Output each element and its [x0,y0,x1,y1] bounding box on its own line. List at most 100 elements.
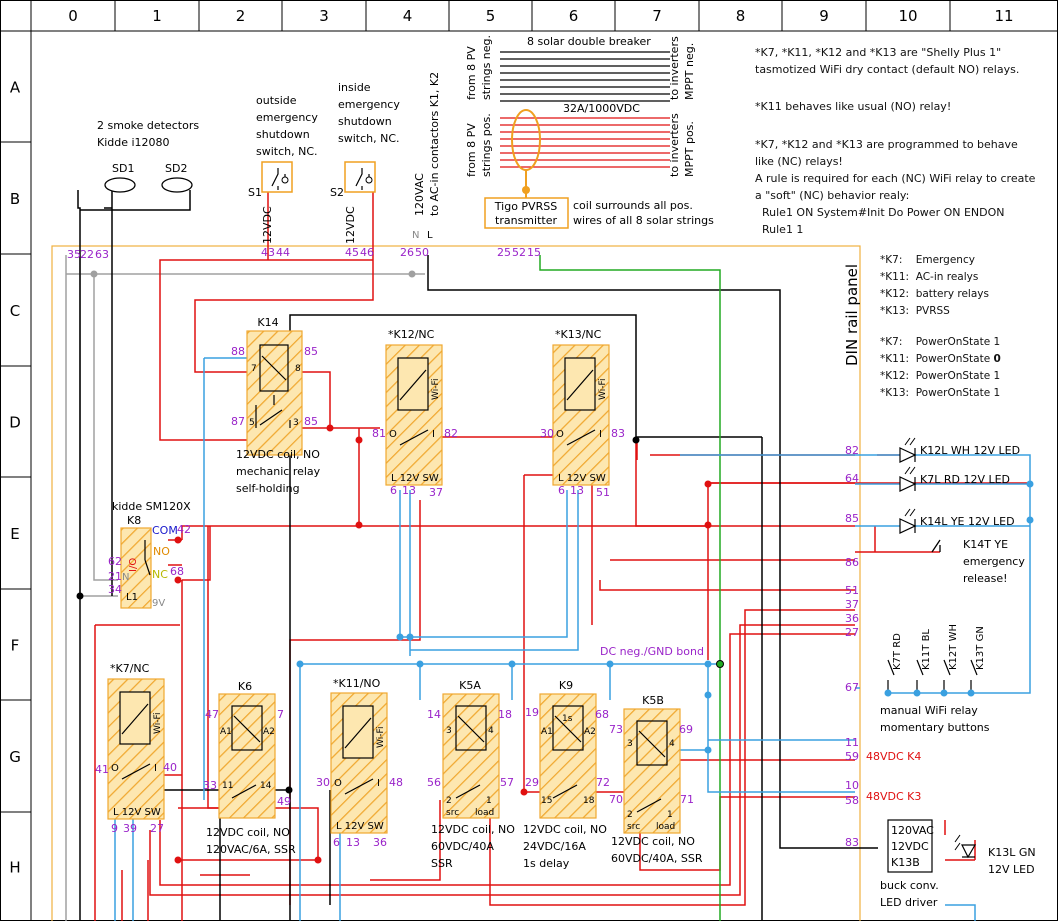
junction-dot [1026,516,1034,524]
junction-dot [1026,480,1034,488]
wires [65,178,1031,921]
breaker-title: 8 solar double breaker [527,35,651,48]
svg-text:5: 5 [249,418,255,428]
svg-text:L1: L1 [126,592,138,603]
terminal-label: 13 [346,836,360,849]
col-label-10: 10 [898,7,917,25]
terminal-label: 10 [845,779,859,792]
svg-text:K14T YE: K14T YE [963,538,1008,551]
row-label-B: B [10,190,20,208]
svg-text:4: 4 [669,739,675,749]
terminal-label: 46 [360,246,374,259]
button-label: K7T RD [892,633,903,670]
terminal-label: 39 [123,822,137,835]
svg-text:15: 15 [541,796,552,806]
terminal-label: 30 [316,776,330,789]
svg-text:I/O: I/O [128,558,139,572]
outside-switch-2: emergency [256,111,318,124]
terminal-label: 29 [525,776,539,789]
terminal-label: 34 [108,583,122,596]
terminal-label: 59 [845,750,859,763]
svg-text:load: load [475,808,494,818]
svg-text:I: I [377,778,380,789]
junction-dot [704,660,712,668]
col-label-6: 6 [569,7,579,25]
svg-text:12VDC coil, NO: 12VDC coil, NO [206,826,290,839]
svg-text:18: 18 [583,796,595,806]
row-label-A: A [10,79,21,97]
terminal-label: 25 [497,246,511,259]
terminal-label: 71 [680,793,694,806]
inside-switch-3: shutdown [338,115,392,128]
terminal-label: 7 [277,708,284,721]
s2-label: S2 [330,186,344,199]
junction-dot [296,660,304,668]
button-dot [913,689,921,697]
row-label-C: C [10,302,20,320]
row-label-E: E [10,525,19,543]
svg-text:Wi-Fi: Wi-Fi [376,727,386,748]
svg-text:*K13/NC: *K13/NC [555,328,602,341]
svg-text:K5A: K5A [459,679,481,692]
svg-text:1s delay: 1s delay [523,857,570,870]
note-poweron-k11: *K11: PowerOnState 0 [880,351,1001,368]
terminal-label: 19 [525,706,539,719]
svg-text:60VDC/40A, SSR: 60VDC/40A, SSR [611,852,703,865]
terminal-label: 36 [845,612,859,625]
svg-text:SSR: SSR [431,857,453,870]
pos-right-label-2: MPPT pos. [683,121,696,177]
svg-text:3: 3 [446,726,452,736]
ac-note-1: 120VAC [413,173,426,216]
svg-text:12VDC coil, NO: 12VDC coil, NO [431,823,515,836]
svg-text:K14L YE 12V LED: K14L YE 12V LED [920,515,1015,528]
terminal-label: 49 [277,795,291,808]
col-label-7: 7 [652,7,662,25]
terminal-label: 51 [596,486,610,499]
junction-dot [355,521,363,529]
svg-text:Wi-Fi: Wi-Fi [431,379,441,400]
neg-left-label-2: strings neg. [480,35,493,100]
svg-text:12VDC coil, NO: 12VDC coil, NO [523,823,607,836]
svg-text:O: O [111,763,119,774]
svg-text:L 12V SW: L 12V SW [113,807,161,818]
svg-text:L 12V SW: L 12V SW [391,473,439,484]
col-label-4: 4 [403,7,413,25]
svg-text:14: 14 [260,781,272,791]
neg-string-lines [500,51,670,102]
note-poweron-k12: *K12: PowerOnState 1 [880,370,1001,382]
inside-switch-4: switch, NC. [338,132,400,145]
poweron-k11-value: 0 [993,353,1001,365]
svg-text:src: src [446,808,459,818]
terminal-label: 36 [373,836,387,849]
junction-dot [174,536,182,544]
terminal-label: 6 [558,484,565,497]
terminal-label: 6 [390,484,397,497]
svg-text:N: N [122,572,129,583]
solar-breaker: 8 solar double breaker 32A/1000VDC from … [465,35,714,229]
junction-dot [406,633,414,641]
svg-text:I: I [432,429,435,440]
svg-text:60VDC/40A: 60VDC/40A [431,840,494,853]
svg-text:kidde SM120X: kidde SM120X [112,500,191,513]
note-legend: *K7: Emergency *K11: AC-in realys *K12: … [880,254,989,317]
junction-dot [416,660,424,668]
junction-dot [606,660,614,668]
junction-dot [508,660,516,668]
col-label-9: 9 [819,7,829,25]
relay-k8: kidde SM120X K8 COM NO NC I/O N L1 9V [112,500,191,609]
inside-switch-2: emergency [338,98,400,111]
terminal-label: 42 [177,523,191,536]
terminal-label: 50 [415,246,429,259]
terminal-label: 88 [231,345,245,358]
junction-dot [326,424,334,432]
terminal-label: 40 [163,761,177,774]
sd2-icon [161,177,193,193]
svg-text:1s: 1s [562,714,573,724]
svg-text:24VDC/16A: 24VDC/16A [523,840,586,853]
terminal-label: 41 [95,763,109,776]
smoke-detectors: 2 smoke detectors Kidde i12080 SD1 SD2 [97,119,199,193]
tigo-transmitter-line1: Tigo PVRSS [494,200,557,213]
